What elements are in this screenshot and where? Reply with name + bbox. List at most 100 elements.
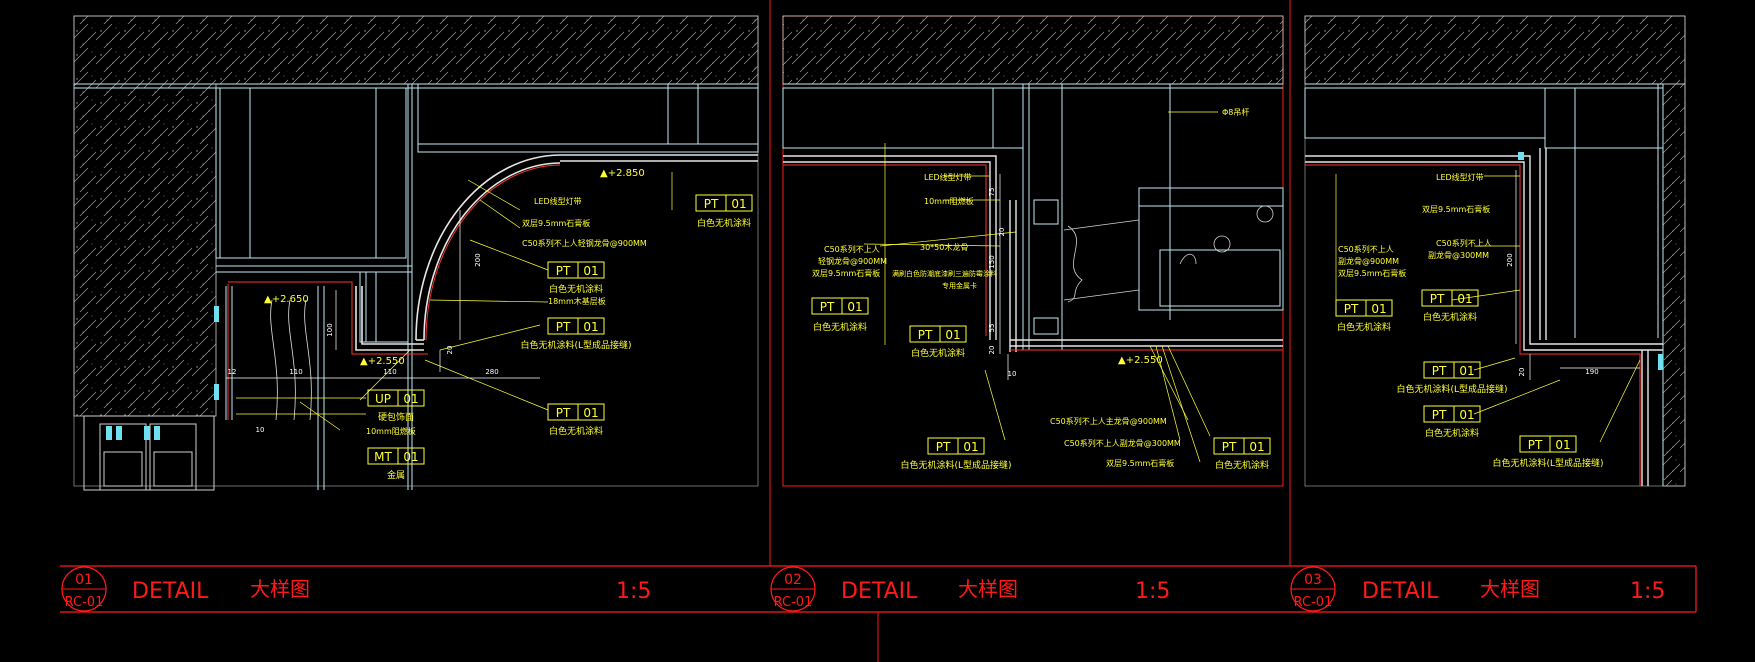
svg-text:白色无机涂料(L型成品接缝): 白色无机涂料(L型成品接缝) <box>900 459 1011 471</box>
note-label: C50系列不上人副龙骨@300MM <box>1064 438 1181 448</box>
svg-text:PT: PT <box>1222 440 1237 454</box>
dim-label: 20 <box>446 346 454 355</box>
detail-number: 02 <box>784 572 802 588</box>
svg-text:01: 01 <box>1371 302 1386 316</box>
dim-label: 200 <box>1506 253 1514 266</box>
svg-text:01: 01 <box>1459 408 1474 422</box>
dim-label: 20 <box>1518 368 1526 377</box>
note-label: C50系列不上人 <box>1338 244 1394 254</box>
dim-label: 110 <box>289 368 302 376</box>
svg-text:PT: PT <box>1432 408 1447 422</box>
tag-pt-01: PT 01 白色无机涂料 <box>547 403 605 437</box>
dim-label: 20 <box>998 228 1006 237</box>
note-label: LED线型灯带 <box>924 172 972 182</box>
note-label: LED线型灯带 <box>1436 172 1484 182</box>
detail-02-drawing: 75 150 55 20 20 10 ▲+2.550 Φ8吊杆 LED线型灯带 … <box>782 15 1284 487</box>
svg-text:硬包饰面: 硬包饰面 <box>378 411 414 423</box>
note-label: C50系列不上人 <box>1436 238 1492 248</box>
note-label: LED线型灯带 <box>534 196 582 206</box>
svg-text:01: 01 <box>583 320 598 334</box>
svg-text:PT: PT <box>820 300 835 314</box>
svg-text:白色无机涂料: 白色无机涂料 <box>697 217 751 229</box>
tag-pt-01: PT 01 白色无机涂料(L型成品接缝) <box>1396 361 1508 395</box>
tag-mt-01: MT 01 金属 <box>367 447 425 481</box>
sheet-reference: RC-01 <box>774 595 813 610</box>
svg-text:01: 01 <box>731 197 746 211</box>
svg-text:PT: PT <box>556 320 571 334</box>
dim-label: 12 <box>228 368 237 376</box>
dim-label: 110 <box>383 368 396 376</box>
svg-text:01: 01 <box>1459 364 1474 378</box>
svg-text:白色无机涂料(L型成品接缝): 白色无机涂料(L型成品接缝) <box>1492 457 1603 469</box>
elevation-marker: ▲+2.550 <box>1118 355 1163 366</box>
svg-text:01: 01 <box>1249 440 1264 454</box>
detail-title-cn: 大样图 <box>958 577 1018 601</box>
dim-label: 100 <box>326 323 334 336</box>
detail-title-cn: 大样图 <box>1480 577 1540 601</box>
concrete-wall <box>1662 83 1686 487</box>
sheet-reference: RC-01 <box>65 595 104 610</box>
svg-text:白色无机涂料: 白色无机涂料 <box>1425 427 1479 439</box>
tag-pt-01: PT 01 白色无机涂料 <box>1213 437 1271 471</box>
svg-text:白色无机涂料: 白色无机涂料 <box>911 347 965 359</box>
tag-up-01: UP 01 硬包饰面 <box>367 389 425 423</box>
svg-text:01: 01 <box>1457 292 1472 306</box>
svg-text:PT: PT <box>556 406 571 420</box>
detail-scale: 1:5 <box>616 579 651 604</box>
tag-pt-01: PT 01 白色无机涂料 <box>909 325 967 359</box>
title-block-02: 02 RC-01 DETAIL 大样图 1:5 <box>770 566 1170 612</box>
note-label: 双层9.5mm石膏板 <box>1338 268 1406 278</box>
svg-text:PT: PT <box>1344 302 1359 316</box>
svg-text:白色无机涂料: 白色无机涂料 <box>1423 311 1477 323</box>
elevation-marker: ▲+2.650 <box>264 294 309 305</box>
concrete-slab <box>73 15 759 85</box>
svg-text:PT: PT <box>1432 364 1447 378</box>
detail-scale: 1:5 <box>1630 579 1665 604</box>
detail-scale: 1:5 <box>1135 579 1170 604</box>
note-label: 副龙骨@900MM <box>1338 256 1399 266</box>
tag-pt-01: PT 01 白色无机涂料(L型成品接缝) <box>1492 435 1604 469</box>
detail-title: DETAIL <box>841 579 918 604</box>
concrete-slab <box>1304 15 1686 85</box>
note-label: 双层9.5mm石膏板 <box>1422 204 1490 214</box>
svg-text:01: 01 <box>945 328 960 342</box>
title-bar <box>60 565 1697 613</box>
note-label: 双层9.5mm石膏板 <box>812 268 880 278</box>
dim-label: 55 <box>988 324 996 333</box>
dim-label: 200 <box>474 253 482 266</box>
note-label: 双层9.5mm石膏板 <box>1106 458 1174 468</box>
svg-text:01: 01 <box>403 450 418 464</box>
concrete-wall <box>73 83 217 417</box>
tag-pt-01: PT 01 白色无机涂料(L型成品接缝) <box>900 437 1012 471</box>
dim-label: 150 <box>988 255 996 268</box>
svg-text:白色无机涂料: 白色无机涂料 <box>549 425 603 437</box>
dim-label: 20 <box>988 346 996 355</box>
note-label: 满刷白色防潮底漆刷三遍防霉涂料 <box>892 269 997 278</box>
note-label: 专用金属卡 <box>942 281 977 290</box>
dim-label: 75 <box>988 188 996 197</box>
svg-text:PT: PT <box>918 328 933 342</box>
elevation-marker: ▲+2.850 <box>600 168 645 179</box>
sheet-frame <box>769 0 1291 662</box>
svg-text:PT: PT <box>936 440 951 454</box>
svg-text:PT: PT <box>704 197 719 211</box>
tag-pt-01: PT 01 白色无机涂料 <box>1421 289 1479 323</box>
tag-pt-01: PT 01 白色无机涂料 <box>1423 405 1481 439</box>
dim-label: 190 <box>1585 368 1598 376</box>
svg-text:PT: PT <box>1430 292 1445 306</box>
svg-text:白色无机涂料: 白色无机涂料 <box>1337 321 1391 333</box>
note-label: 轻钢龙骨@900MM <box>818 256 887 266</box>
detail-number: 03 <box>1304 572 1322 588</box>
svg-text:白色无机涂料(L型成品接缝): 白色无机涂料(L型成品接缝) <box>520 339 631 351</box>
svg-text:01: 01 <box>403 392 418 406</box>
detail-title: DETAIL <box>1362 579 1439 604</box>
note-label: 10mm阻燃板 <box>366 426 416 436</box>
tag-pt-01: PT 01 白色无机涂料 <box>1335 299 1393 333</box>
note-label: 18mm木基层板 <box>548 296 606 306</box>
note-label: C50系列不上人主龙骨@900MM <box>1050 416 1167 426</box>
dim-label: 10 <box>256 426 265 434</box>
note-label: C50系列不上人轻钢龙骨@900MM <box>522 238 647 248</box>
dim-label: 10 <box>1008 370 1017 378</box>
note-label: 副龙骨@300MM <box>1428 250 1489 260</box>
